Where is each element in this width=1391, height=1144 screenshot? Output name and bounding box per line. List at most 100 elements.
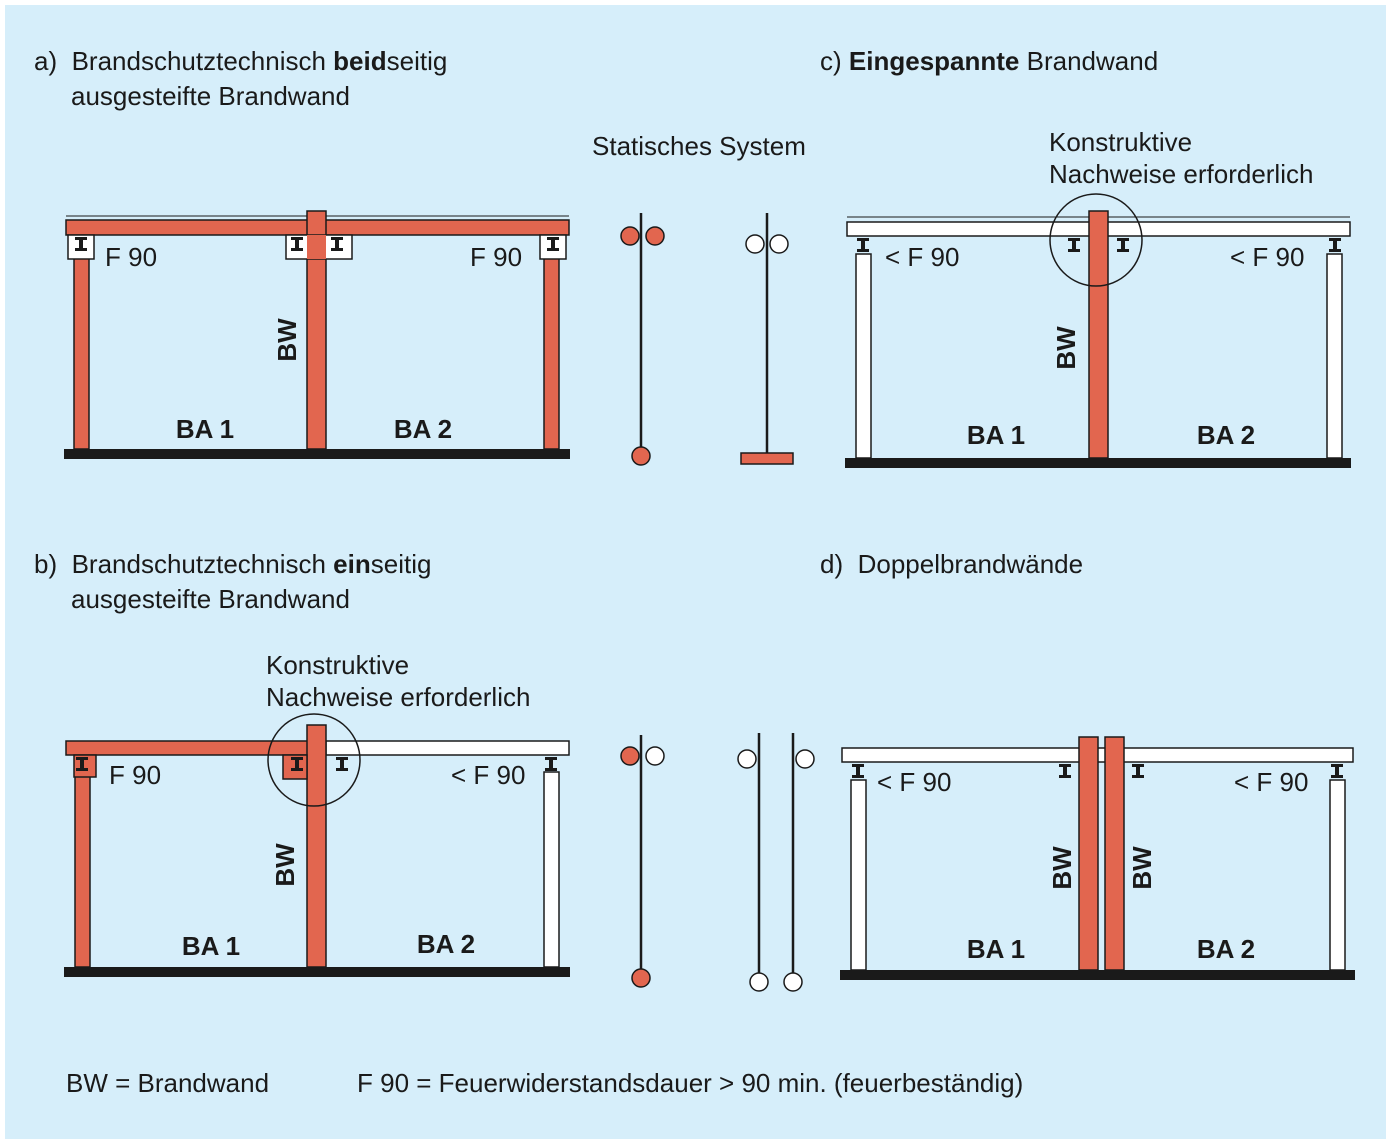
panel-b-left-rating: F 90: [109, 760, 161, 790]
panel-d-beam-right-icon: [1331, 764, 1343, 778]
legend-f90: F 90 = Feuerwiderstandsdauer > 90 min. (…: [357, 1068, 1024, 1098]
panel-d-beam-left-icon: [852, 764, 864, 778]
panel-d-wall-label-right: BW: [1127, 846, 1157, 890]
panel-a-section-left: BA 1: [176, 414, 234, 444]
figure-panel: [5, 5, 1386, 1139]
panel-b-roof-beam-left: [65, 740, 317, 756]
panel-d-section-right: BA 2: [1197, 934, 1255, 964]
panel-c-beam-mid-left-icon: [1068, 238, 1080, 252]
panel-a-title-line2: ausgesteifte Brandwand: [71, 81, 350, 111]
panel-c-firewall: [1088, 210, 1109, 459]
panel-b-title-bold: ein: [333, 549, 371, 579]
panel-b-note-line1: Konstruktive: [266, 650, 410, 680]
panel-c-section-left: BA 1: [967, 420, 1025, 450]
panel-a-firewall: [306, 210, 327, 450]
panel-b-section-right: BA 2: [417, 929, 475, 959]
panel-b-roof-beam-right: [325, 740, 570, 756]
panel-d-beam-mid-left-icon: [1059, 764, 1071, 778]
panel-b-title-part2: seitig: [370, 549, 432, 579]
panel-b-beam-mid-right-icon: [336, 757, 348, 771]
panel-a-title-line1: a) Brandschutztechnisch beidseitig: [34, 44, 447, 78]
panel-d-left-rating: < F 90: [877, 767, 951, 797]
panel-a-prefix: a): [34, 46, 58, 76]
panel-a-diagram: F 90 F 90 BW BA 1 BA 2: [64, 210, 570, 459]
panel-b-right-rating: < F 90: [451, 760, 525, 790]
panel-b-note-line2: Nachweise erforderlich: [266, 682, 531, 712]
panel-b-title-line1: b) Brandschutztechnisch einseitig: [34, 547, 431, 581]
panel-a-title-part2: seitig: [386, 46, 448, 76]
panel-b-wall-label: BW: [270, 843, 300, 887]
panel-c-note-line1: Konstruktive: [1049, 127, 1193, 157]
static-system-title: Statisches System: [592, 131, 806, 161]
base-hinge-red: [631, 968, 651, 988]
panel-d-prefix: d): [820, 549, 844, 579]
panel-d-floor: [840, 970, 1355, 980]
panel-b-diagram: F 90 < F 90 BW BA 1 BA 2: [64, 713, 570, 977]
panel-d-section-left: BA 1: [967, 934, 1025, 964]
panel-a-floor: [64, 449, 570, 459]
panel-b-left-column: [74, 757, 91, 968]
panel-b-title-part1: Brandschutztechnisch: [71, 549, 334, 579]
panel-c-section-right: BA 2: [1197, 420, 1255, 450]
panel-a-right-rating: F 90: [470, 242, 522, 272]
hinge-red-left: [620, 226, 640, 246]
base-hinge-red: [631, 446, 651, 466]
panel-d-title: d) Doppelbrandwände: [820, 547, 1083, 581]
panel-b-beam-right-icon: [545, 757, 557, 771]
panel-c-right-rating: < F 90: [1230, 242, 1304, 272]
panel-c-title: c) Eingespannte Brandwand: [820, 44, 1158, 78]
panel-b-floor: [64, 967, 570, 977]
panel-a-wall-label: BW: [272, 318, 302, 362]
panel-b-detail-circle: [267, 713, 361, 807]
panel-b-firewall: [306, 724, 327, 968]
panel-c-beam-mid-right-icon: [1117, 238, 1129, 252]
panel-c-beam-left-icon: [857, 238, 869, 252]
hinge-white-right: [769, 234, 789, 254]
legend-bw: BW = Brandwand: [66, 1068, 270, 1098]
base-hinge-white-left: [749, 972, 769, 992]
panel-c-left-rating: < F 90: [885, 242, 959, 272]
hinge-white-right: [795, 749, 815, 769]
panel-c-beam-right-icon: [1329, 238, 1341, 252]
hinge-white-left: [745, 234, 765, 254]
static-system-a: [620, 213, 665, 466]
panel-c-floor: [845, 458, 1351, 468]
panel-b-title-line2: ausgesteifte Brandwand: [71, 584, 350, 614]
panel-a-left-rating: F 90: [105, 242, 157, 272]
panel-c-title-rest: Brandwand: [1019, 46, 1159, 76]
panel-a-right-column: [543, 239, 560, 450]
panel-d-right-column: [1329, 779, 1346, 971]
panel-c-right-column: [1326, 253, 1343, 459]
panel-d-beam-mid-right-icon: [1132, 764, 1144, 778]
panel-c-title-bold: Eingespannte: [848, 46, 1020, 76]
panel-c-wall-label: BW: [1051, 326, 1081, 370]
base-hinge-white-right: [783, 972, 803, 992]
hinge-red-right: [645, 226, 665, 246]
panel-c-detail-circle: [1049, 193, 1143, 287]
panel-d-firewall-left: [1078, 736, 1099, 971]
panel-b-right-column: [543, 771, 560, 968]
panel-c-diagram: < F 90 < F 90 BW BA 1 BA 2: [845, 193, 1351, 468]
panel-c-note-line2: Nachweise erforderlich: [1049, 159, 1314, 189]
panel-d-title-text: Doppelbrandwände: [857, 549, 1084, 579]
panel-a-title-part1: Brandschutztechnisch: [71, 46, 334, 76]
panel-d-diagram: < F 90 < F 90 BW BW BA 1 BA 2: [840, 736, 1355, 980]
panel-d-left-column: [850, 779, 867, 971]
fixed-base: [740, 452, 794, 465]
static-system-b: [620, 735, 665, 988]
panel-c-prefix: c): [820, 46, 842, 76]
static-system-c: [740, 213, 794, 465]
hinge-white-left: [737, 749, 757, 769]
static-system-d: [737, 733, 815, 992]
panel-b-section-left: BA 1: [182, 931, 240, 961]
panel-a-left-column: [73, 239, 90, 450]
hinge-red: [620, 746, 640, 766]
panel-a-section-right: BA 2: [394, 414, 452, 444]
hinge-white: [645, 746, 665, 766]
panel-d-wall-label-left: BW: [1047, 846, 1077, 890]
panel-a-title-bold: beid: [333, 46, 387, 76]
panel-d-right-rating: < F 90: [1234, 767, 1308, 797]
panel-c-left-column: [855, 253, 872, 459]
panel-d-firewall-right: [1104, 736, 1125, 971]
